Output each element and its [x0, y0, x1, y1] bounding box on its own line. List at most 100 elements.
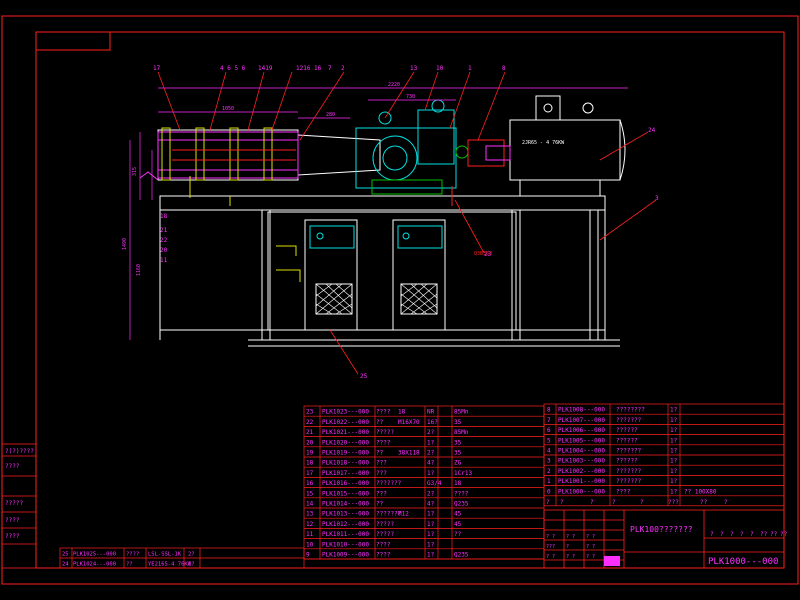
bom-item-number: 12: [306, 521, 314, 528]
bom-part-name: ????: [376, 439, 391, 446]
bom-quantity: 1?: [670, 458, 678, 465]
bom-quantity: 1?: [427, 552, 435, 559]
revision-cell: ? ?: [586, 534, 595, 540]
bom-quantity: 1?: [188, 562, 195, 568]
bom-part-name: ??: [126, 562, 133, 568]
bom-quantity: 1?: [670, 437, 678, 444]
drawing-frame: [1, 15, 799, 585]
dimension: 1050: [222, 106, 234, 112]
bom-material: ZG: [454, 460, 462, 467]
bom-item-number: 5: [547, 437, 551, 444]
bom-quantity: 2?: [188, 552, 195, 558]
bom-part-code: PLK1006---000: [558, 427, 605, 434]
bom-part-code: PLK1001---000: [558, 478, 605, 485]
bom-part-name: ???????: [616, 468, 642, 475]
title-sign-label: ?: [710, 531, 714, 538]
bom-item-number: 1: [547, 478, 551, 485]
drawing-number: PLK1000---000: [708, 557, 778, 567]
bom-part-name: ??: [376, 501, 384, 508]
bom-quantity: 2?: [427, 450, 435, 457]
left-record-strip: ?(?)???? ???? ????? ???? ????: [1, 443, 37, 569]
bom-item-number: 22: [306, 419, 314, 426]
bom-item-number: 9: [306, 552, 310, 559]
bom-part-code: PLK1018---000: [322, 460, 369, 467]
dimension: 2220: [388, 82, 400, 88]
title-sign-label: ?: [740, 531, 744, 538]
bom-part-code: PLK1021---000: [322, 429, 369, 436]
extruder-assembly: [129, 71, 657, 375]
revision-mark: [604, 556, 620, 566]
bom-part-code: PLK1016---000: [322, 480, 369, 487]
bom-part-name: ????: [616, 488, 631, 495]
bom-part-code: PLK1019---000: [322, 450, 369, 457]
bom-part-code: PLK1008---000: [558, 407, 605, 414]
bom-item-number: 16: [306, 480, 314, 487]
bom-part-name: ???????: [616, 448, 642, 455]
revision-cell: ???: [546, 544, 555, 550]
bom-part-code: PLK1010---000: [322, 541, 369, 548]
bom-part-name: ???????: [376, 511, 402, 518]
bom-part-name: ??????: [616, 437, 638, 444]
callout: 17: [153, 65, 161, 72]
bom-part-name: ????: [376, 541, 391, 548]
revision-cell: ? ?: [586, 554, 595, 560]
bom-quantity: NR: [427, 409, 435, 416]
callout: 3: [655, 195, 659, 202]
bom-quantity: 1?: [427, 531, 435, 538]
bom-item-number: 14: [306, 501, 314, 508]
callout: 23: [484, 251, 492, 258]
strip-label: ????: [5, 533, 20, 540]
bom-part-code: PLK1025---000: [73, 552, 116, 558]
title-sign-label: ?: [750, 531, 754, 538]
bom-spec: LSL-SSL-1K: [148, 552, 182, 558]
bom-item-number: 13: [306, 511, 314, 518]
bom-part-code: PLK1012---000: [322, 521, 369, 528]
bom-header-cell: ?: [590, 499, 594, 506]
revision-cell: ?: [566, 544, 569, 550]
bom-material: 85Mn: [454, 409, 469, 416]
callout: 18: [160, 213, 168, 220]
callout: 20: [160, 247, 168, 254]
title-sign-label: ??: [770, 531, 778, 538]
callout: 1419: [258, 65, 273, 72]
title-sign-label: ??: [780, 531, 788, 538]
revision-cell: ? ?: [586, 544, 595, 550]
callout: 10: [436, 65, 444, 72]
bom-header-cell: ?: [612, 499, 616, 506]
bom-quantity: 1?: [670, 417, 678, 424]
dimension: 1160: [136, 264, 142, 276]
bom-item-number: 6: [547, 427, 551, 434]
bom-item-number: 19: [306, 450, 314, 457]
dimension: 730: [406, 94, 415, 100]
revision-cell: ? ?: [546, 554, 555, 560]
bom-item-number: 0: [547, 488, 551, 495]
callout: 11: [160, 257, 168, 264]
bom-part-name: ??: [376, 419, 384, 426]
bom-material: Q235: [454, 552, 469, 559]
bom-spec: 38X118: [398, 450, 420, 457]
dimension: 280: [326, 112, 335, 118]
bom-quantity: 1?: [670, 407, 678, 414]
bom-part-code: PLK1013---000: [322, 511, 369, 518]
bom-quantity: 2?: [427, 429, 435, 436]
bom-item-number: 10: [306, 541, 314, 548]
bom-quantity: 1?: [670, 488, 678, 495]
title-sign-label: ?: [730, 531, 734, 538]
dimension: 1490: [122, 238, 128, 250]
bom-part-code: PLK1000---000: [558, 488, 605, 495]
bom-item-number: 8: [547, 407, 551, 414]
dimension: 315: [132, 167, 138, 176]
bom-item-number: 15: [306, 490, 314, 497]
bom-material: 18: [454, 480, 462, 487]
bom-spec: 18: [398, 409, 406, 416]
product-name: PLK100???????: [630, 525, 693, 534]
bom-material: Q235: [454, 501, 469, 508]
bom-material: 85Mn: [454, 429, 469, 436]
bom-part-name: ?????: [376, 521, 394, 528]
callout: 2: [341, 65, 345, 72]
motor-label: 2JR65 - 4 76KW: [522, 140, 565, 146]
bom-part-name: ???????: [616, 478, 642, 485]
bom-item-number: 23: [306, 409, 314, 416]
